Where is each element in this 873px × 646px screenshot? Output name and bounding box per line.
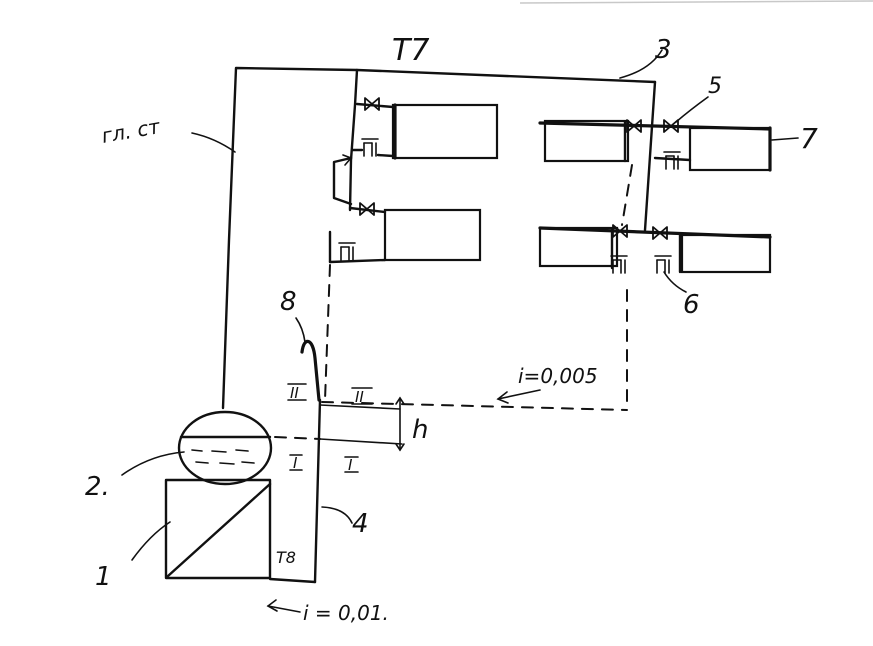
radiator-top-right-a: [543, 119, 630, 163]
main-riser-and-supply-main: [221, 66, 657, 410]
radiator-mid-left: [383, 208, 482, 262]
radiator-bottom-right-a: [538, 226, 619, 268]
label-level-1-right: I: [348, 456, 353, 474]
pipe-8: [300, 339, 321, 402]
label-4: 4: [352, 509, 369, 539]
label-level-2-left: II: [290, 384, 299, 402]
label-5: 5: [708, 74, 722, 99]
return-main-upper: [321, 401, 628, 411]
valve-icon: [364, 97, 380, 111]
label-3: 3: [655, 35, 672, 65]
level-line-1-dashed: [274, 436, 321, 440]
mid-left-return-branch: [328, 258, 387, 264]
slope-arrow-return: [267, 605, 301, 613]
label-slope-upper: i=0,005: [518, 364, 598, 388]
level-line-1: [319, 438, 403, 445]
arrow-left-icon: [266, 599, 278, 612]
boiler: [164, 478, 272, 580]
label-1: 1: [95, 562, 112, 592]
return-pipe-t8: [268, 577, 317, 584]
dimension-arrow-icon: [395, 443, 405, 452]
flow-arrow-icon: [342, 154, 353, 166]
fitting-symbol-icon: [654, 255, 672, 274]
label-6: 6: [683, 290, 700, 320]
arrow-left-icon: [496, 391, 509, 404]
boiler-diagonal: [166, 482, 272, 578]
valve-icon: [626, 119, 642, 133]
leader-3: [619, 49, 663, 79]
expansion-tank: [177, 410, 273, 486]
label-supply-pipe: T7: [392, 33, 429, 68]
label-return-pipe: T8: [276, 548, 296, 567]
valve-icon: [652, 226, 668, 240]
left-bypass-loop: [332, 156, 353, 206]
label-slope-return: i = 0,01.: [303, 601, 389, 625]
fitting-symbol-icon: [361, 138, 379, 157]
valve-icon: [612, 224, 628, 238]
slope-arrow-upper: [497, 389, 541, 400]
label-height: h: [412, 415, 428, 445]
scan-edge-line: [519, 0, 873, 4]
return-pipe-4: [313, 398, 322, 584]
label-8: 8: [280, 287, 297, 317]
leader-4: [321, 506, 353, 524]
return-branch-top-left-2: [376, 153, 395, 158]
return-riser-left: [324, 264, 331, 401]
return-branch-top-right: [653, 156, 692, 162]
leader-1: [131, 521, 171, 561]
return-link-right: [621, 164, 633, 226]
tank-water-marks: [191, 449, 255, 465]
leader-2: [121, 451, 185, 476]
leader-main-riser: [191, 132, 236, 153]
leader-8: [295, 317, 306, 343]
leader-7: [771, 137, 799, 141]
leader-5: [675, 96, 709, 123]
level-line-2: [319, 404, 401, 410]
valve-icon: [359, 202, 375, 216]
label-level-1-left: I: [293, 454, 298, 472]
label-level-2-right: II: [355, 388, 364, 406]
label-7: 7: [800, 122, 818, 155]
fitting-symbol-icon: [610, 255, 628, 274]
label-2: 2.: [85, 472, 110, 502]
radiator-top-left: [391, 103, 499, 160]
fitting-symbol-icon: [663, 151, 681, 170]
right-supply-riser: [643, 80, 657, 232]
fitting-symbol-icon: [338, 242, 356, 261]
left-supply-riser: [348, 68, 359, 212]
radiator-bottom-right-b: [680, 233, 772, 274]
leader-6: [663, 271, 687, 293]
dimension-arrow-icon: [395, 396, 405, 405]
roman-numeral-bars: [287, 383, 373, 473]
